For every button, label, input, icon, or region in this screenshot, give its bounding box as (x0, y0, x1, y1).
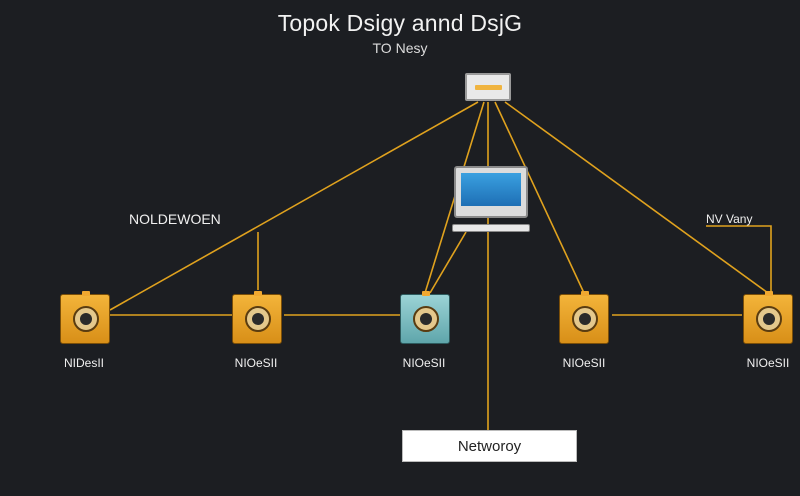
lens (579, 313, 591, 325)
wire-server-node5 (504, 101, 769, 294)
node-4-camera-icon[interactable] (559, 291, 609, 344)
node-connector (581, 291, 589, 296)
node-3-camera-icon[interactable] (400, 291, 450, 344)
node-4-label: NIOeSII (562, 356, 606, 370)
diagram-title: Topok Dsigy annd DsjG (277, 10, 523, 36)
node-1-camera-icon[interactable] (60, 291, 110, 344)
lens-ring (413, 306, 439, 332)
wire-label-node5 (706, 225, 772, 293)
lens (252, 313, 264, 325)
lens-ring (73, 306, 99, 332)
lens-ring (756, 306, 782, 332)
lens-ring (572, 306, 598, 332)
node-connector (765, 291, 773, 296)
diagram-subtitle: TO Nesy (372, 40, 428, 56)
lens-ring (245, 306, 271, 332)
monitor-screen (461, 173, 521, 206)
left-annotation: NOLDEWOEN (129, 211, 221, 227)
node-5-camera-icon[interactable] (743, 291, 793, 344)
monitor-icon[interactable] (454, 166, 528, 218)
right-annotation: NV Vany (706, 212, 753, 226)
server-slot (475, 85, 502, 90)
node-1-label: NIDesII (63, 356, 105, 370)
keyboard-icon (452, 224, 530, 232)
lens (420, 313, 432, 325)
node-2-label: NIOeSII (234, 356, 278, 370)
wire-server-node4 (494, 101, 585, 294)
network-box[interactable]: Networoy (402, 430, 577, 462)
node-connector (82, 291, 90, 296)
node-5-label: NIOeSII (746, 356, 790, 370)
lens (80, 313, 92, 325)
wire-monitor-node3 (429, 231, 467, 294)
node-2-camera-icon[interactable] (232, 291, 282, 344)
server-icon[interactable] (465, 73, 511, 101)
node-connector (254, 291, 262, 296)
node-3-label: NIOeSII (402, 356, 446, 370)
wire-server-node1 (109, 101, 479, 311)
lens (763, 313, 775, 325)
node-connector (422, 291, 430, 296)
